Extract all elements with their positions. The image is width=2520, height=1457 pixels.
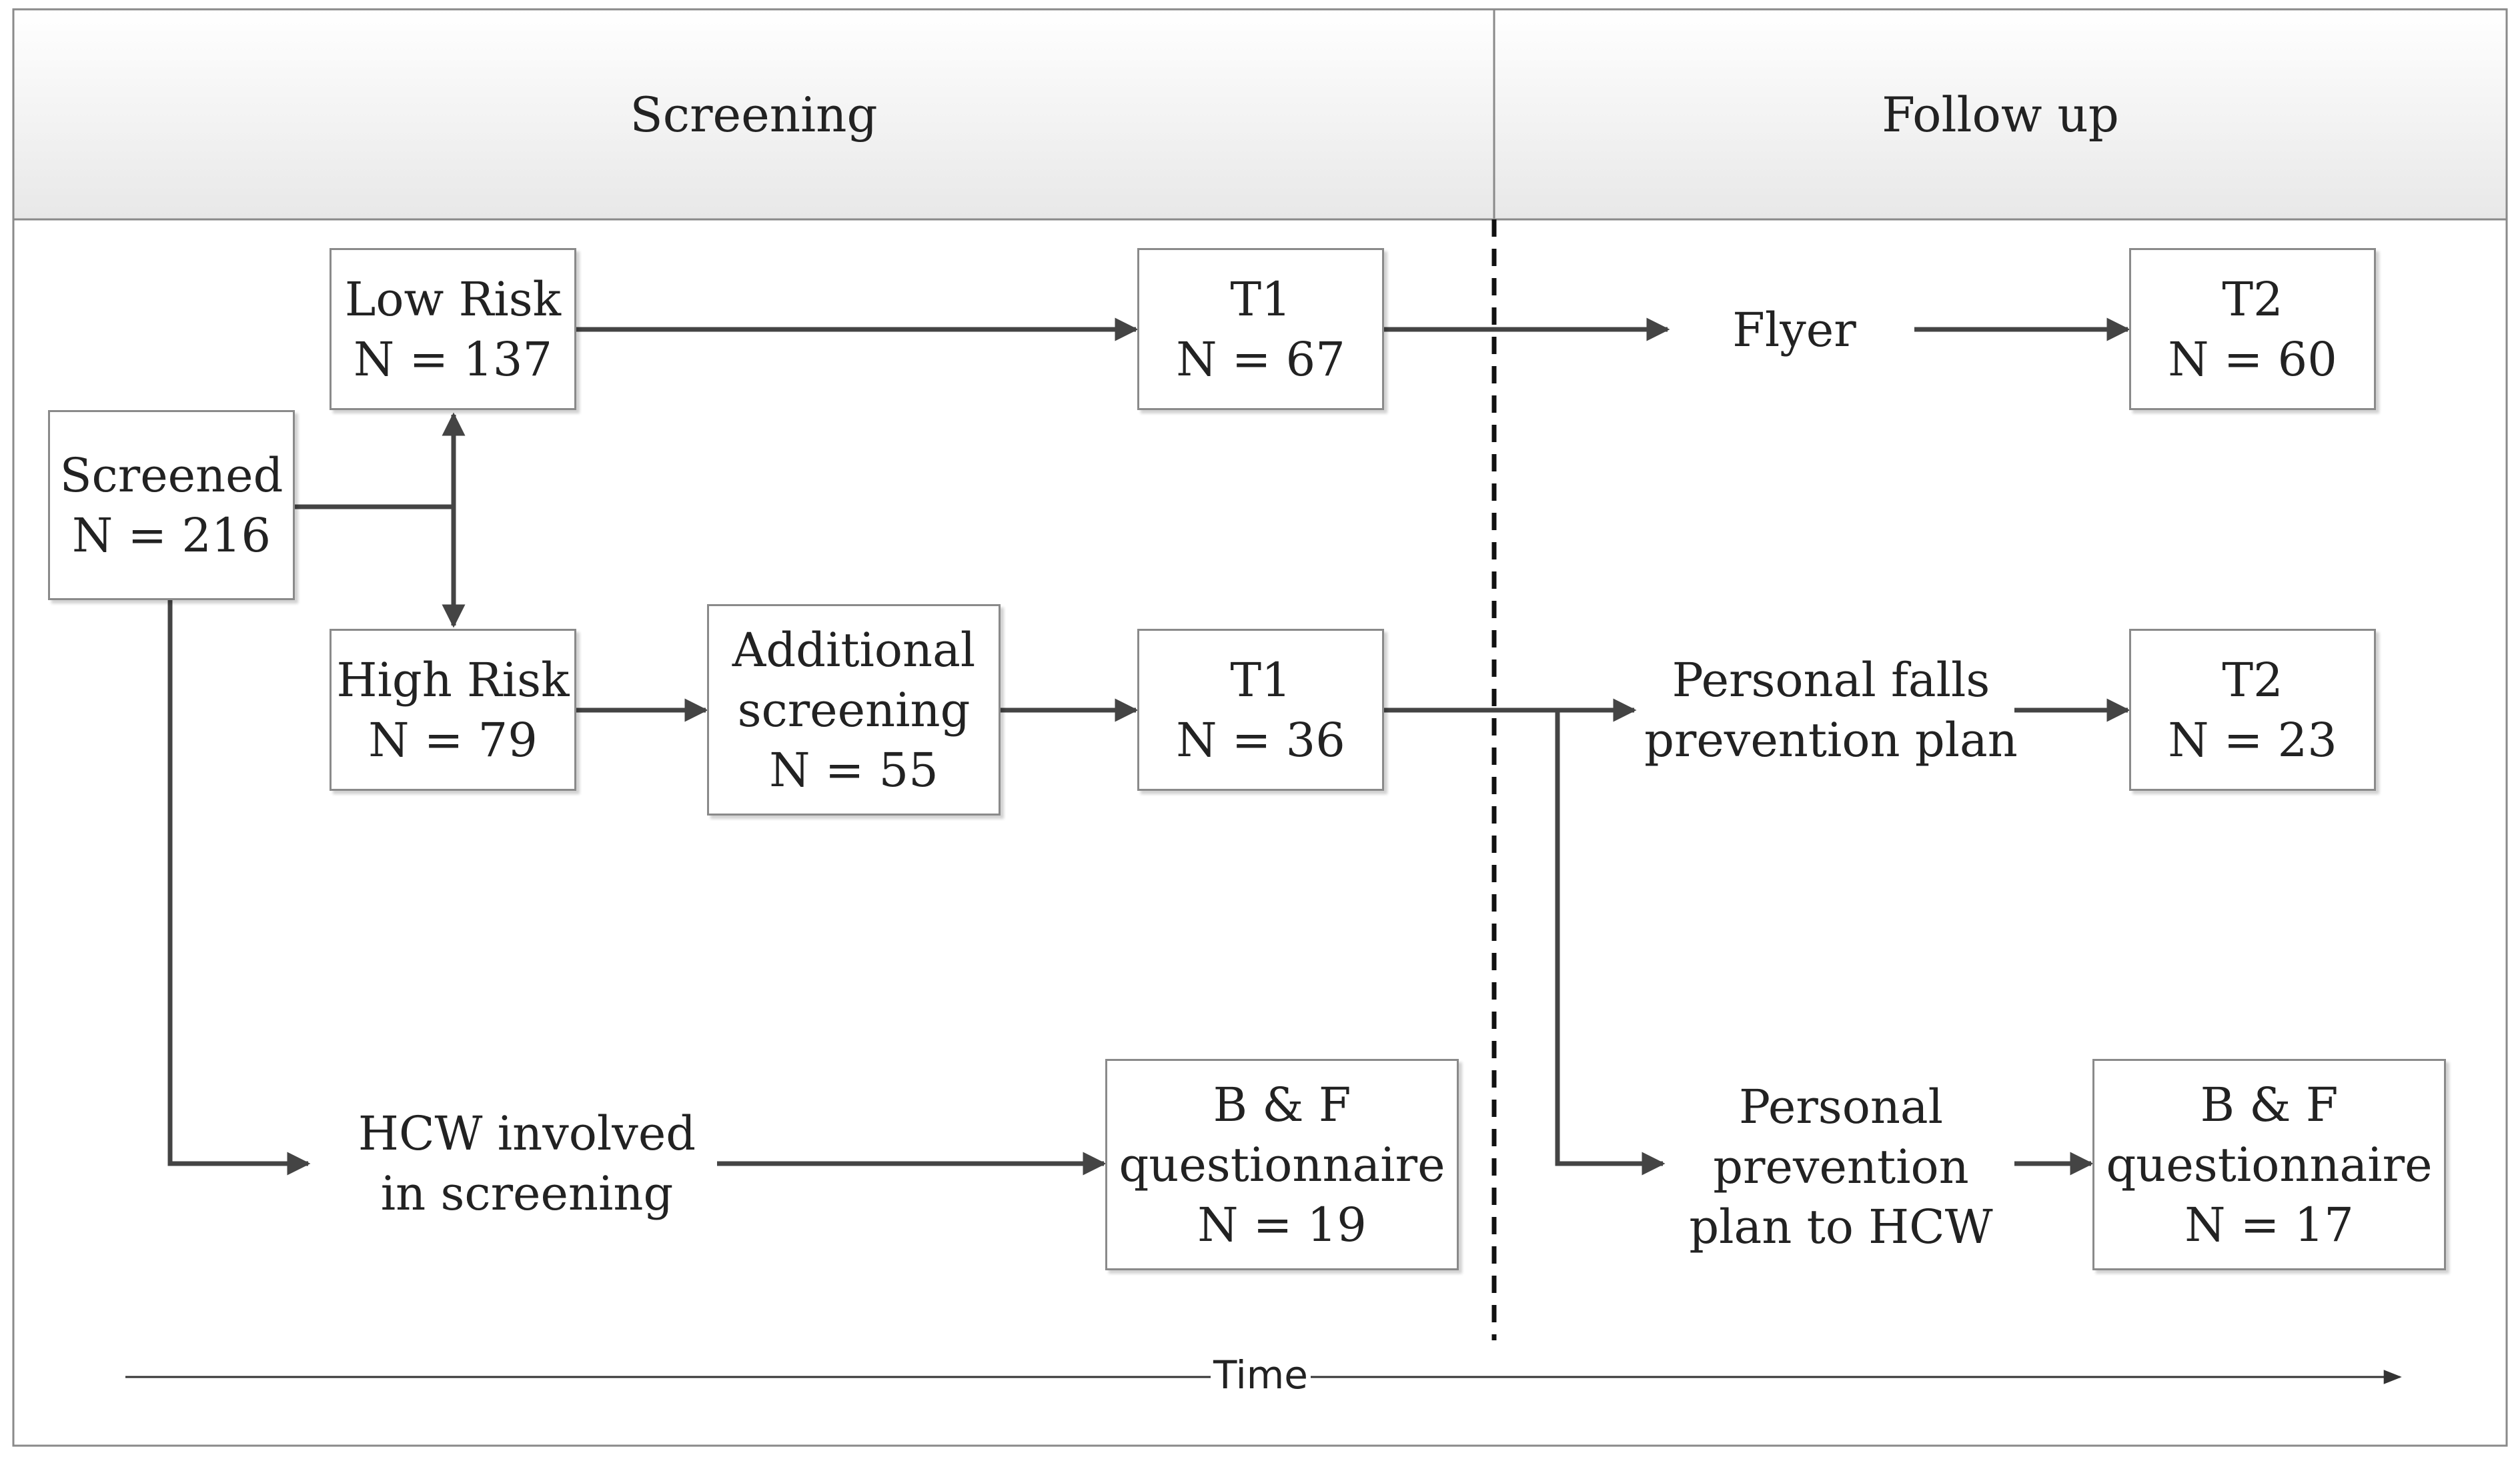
node-label: Low Risk bbox=[344, 271, 562, 327]
label-personal-falls-plan: Personal falls prevention plan bbox=[1638, 647, 2024, 774]
node-t1-low-risk: T1 N = 67 bbox=[1137, 248, 1384, 410]
node-label: questionnaire bbox=[2106, 1137, 2433, 1192]
label-hcw-involved: HCW involved in screening bbox=[313, 1100, 740, 1227]
label-personal-plan-hcw: Personal prevention plan to HCW bbox=[1668, 1074, 2014, 1260]
label-text: Personal falls bbox=[1672, 653, 1990, 707]
node-label: B & F bbox=[2200, 1077, 2339, 1132]
node-label: Screened bbox=[59, 447, 283, 503]
label-flyer: Flyer bbox=[1674, 293, 1914, 367]
timeline-label: Time bbox=[1211, 1352, 1311, 1398]
node-count: N = 79 bbox=[368, 712, 538, 768]
node-bf-questionnaire-followup: B & F questionnaire N = 17 bbox=[2092, 1059, 2446, 1270]
label-text: Flyer bbox=[1732, 303, 1856, 357]
node-label: questionnaire bbox=[1119, 1137, 1445, 1192]
phase-follow-up-title: Follow up bbox=[1882, 86, 2119, 143]
node-count: N = 60 bbox=[2168, 331, 2337, 387]
node-count: N = 137 bbox=[353, 331, 552, 387]
node-t1-high-risk: T1 N = 36 bbox=[1137, 629, 1384, 791]
node-bf-questionnaire-screening: B & F questionnaire N = 19 bbox=[1105, 1059, 1459, 1270]
node-count: N = 67 bbox=[1176, 331, 1345, 387]
header-band bbox=[12, 8, 2508, 221]
label-text: prevention bbox=[1713, 1140, 1969, 1194]
edge-t1-personal-plan-hcw bbox=[1555, 710, 1666, 1176]
node-label: T2 bbox=[2222, 271, 2283, 327]
node-high-risk: High Risk N = 79 bbox=[330, 629, 576, 791]
label-text: in screening bbox=[380, 1166, 674, 1221]
label-text: Personal bbox=[1738, 1080, 1944, 1134]
node-label: T1 bbox=[1230, 652, 1291, 707]
label-text: plan to HCW bbox=[1689, 1200, 1993, 1254]
node-label: T2 bbox=[2222, 652, 2283, 707]
node-label: T1 bbox=[1230, 271, 1291, 327]
node-screened: Screened N = 216 bbox=[48, 410, 295, 600]
node-low-risk: Low Risk N = 137 bbox=[330, 248, 576, 410]
node-count: N = 17 bbox=[2184, 1197, 2354, 1252]
label-text: prevention plan bbox=[1644, 713, 2018, 768]
node-additional-screening: Additional screening N = 55 bbox=[707, 604, 1001, 816]
node-label: Additional bbox=[732, 622, 976, 677]
node-count: N = 19 bbox=[1197, 1197, 1367, 1252]
node-label: High Risk bbox=[336, 652, 570, 707]
node-count: N = 216 bbox=[71, 507, 271, 563]
node-label: screening bbox=[737, 682, 971, 738]
edge-screened-hcw bbox=[167, 599, 311, 1176]
node-count: N = 23 bbox=[2168, 712, 2337, 768]
label-text: HCW involved bbox=[358, 1106, 696, 1161]
phase-screening-title: Screening bbox=[630, 86, 878, 143]
node-label: B & F bbox=[1213, 1077, 1351, 1132]
node-count: N = 55 bbox=[769, 742, 938, 798]
node-t2-high-risk: T2 N = 23 bbox=[2129, 629, 2376, 791]
node-t2-low-risk: T2 N = 60 bbox=[2129, 248, 2376, 410]
node-count: N = 36 bbox=[1176, 712, 1345, 768]
